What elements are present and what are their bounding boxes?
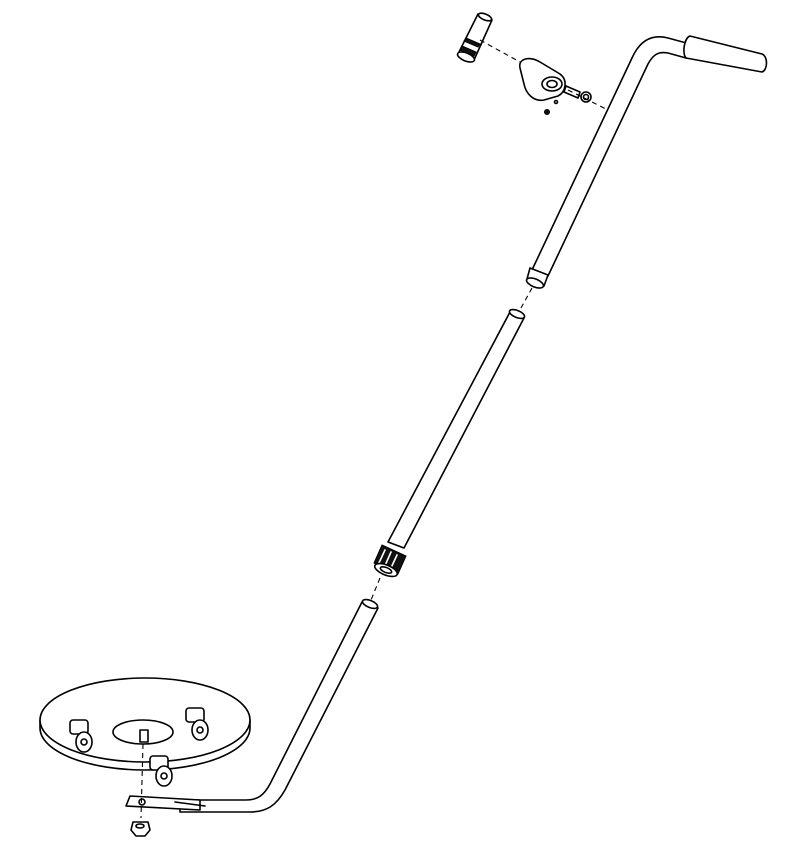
mounting-nut <box>130 821 151 837</box>
dashed-guide-upper <box>520 287 533 309</box>
middle-tube <box>387 308 526 549</box>
caster <box>185 707 209 741</box>
clamp-washer <box>544 109 550 115</box>
dashed-guide-flashlight <box>479 39 521 63</box>
dashed-guide-nut <box>140 743 144 819</box>
clamp <box>519 57 592 115</box>
caster <box>69 719 93 753</box>
dashed-guide-clamp <box>567 89 613 113</box>
lock-knob <box>373 544 407 578</box>
caster <box>149 755 173 787</box>
lower-tube <box>125 598 379 813</box>
flashlight <box>456 12 493 63</box>
upper-handle-tube <box>525 35 768 289</box>
dashed-guide-middle <box>370 577 381 601</box>
clamp-screw <box>580 91 592 103</box>
